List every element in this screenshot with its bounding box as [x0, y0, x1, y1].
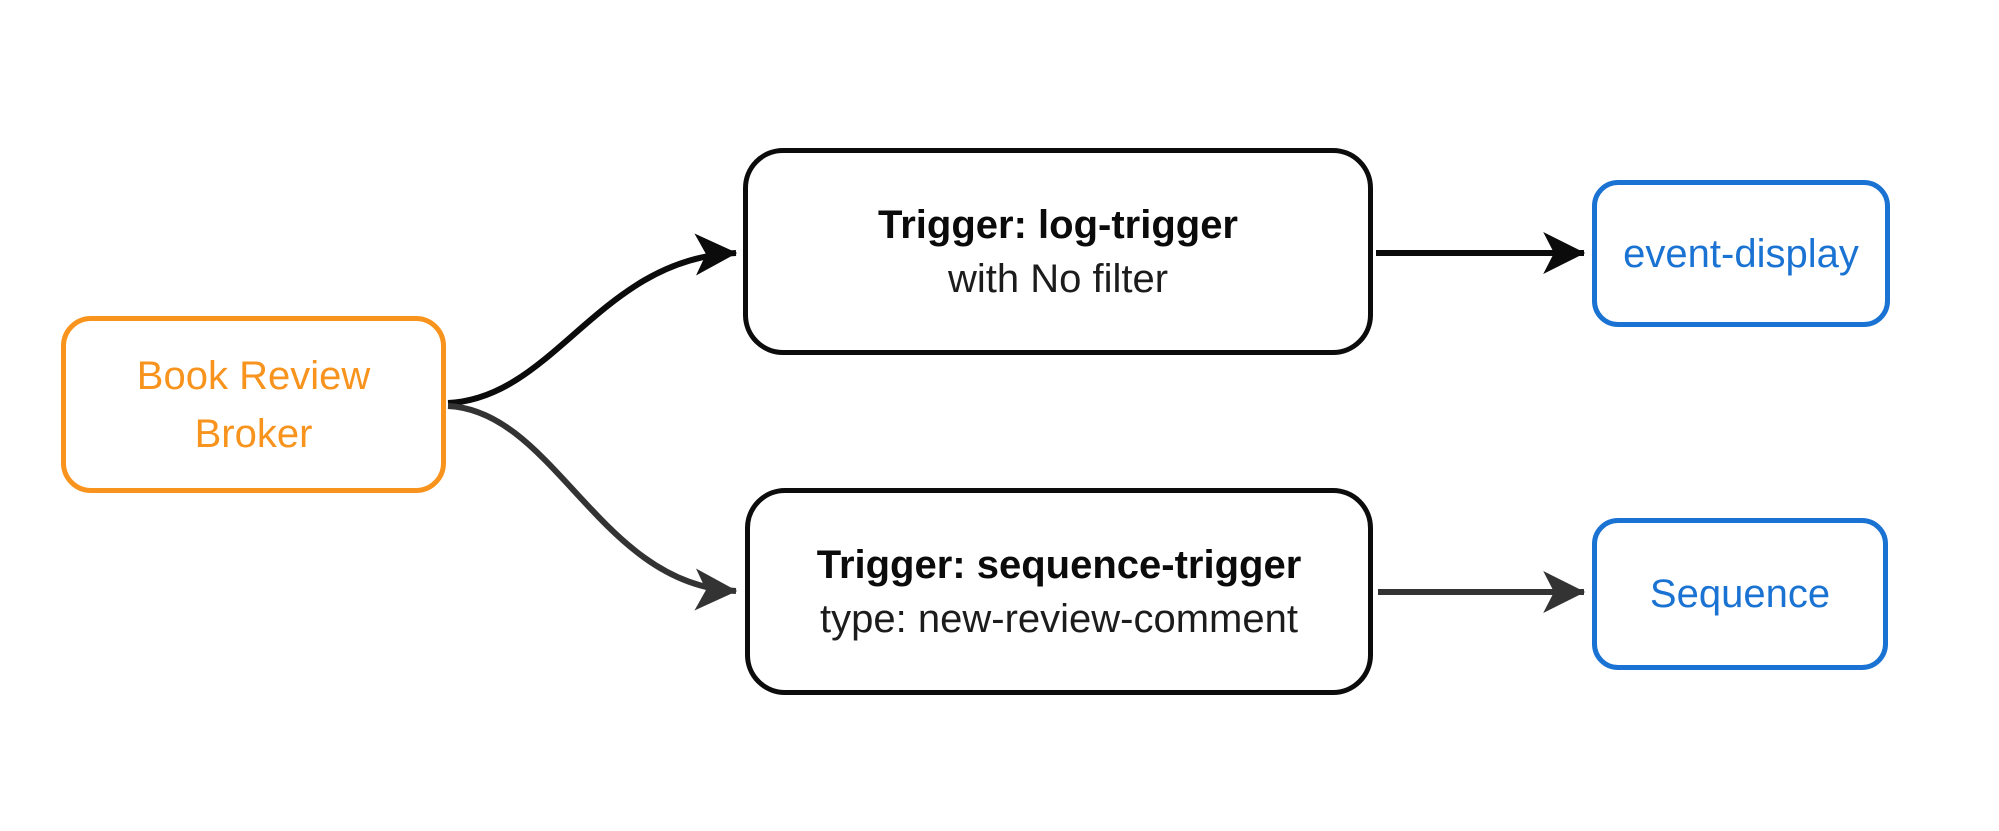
event-display-label: event-display [1623, 231, 1859, 276]
node-event-display: event-display [1592, 180, 1890, 327]
sequence-label: Sequence [1649, 572, 1831, 616]
node-trigger-log: Trigger: log-trigger with No filter [743, 148, 1373, 355]
trigger-sequence-title: Trigger: sequence-trigger [816, 542, 1302, 587]
broker-label-line1: Book Review [136, 353, 371, 398]
trigger-log-title: Trigger: log-trigger [878, 202, 1238, 247]
edge-broker-to-sequence-trigger [447, 403, 738, 611]
node-sequence: Sequence [1592, 518, 1888, 670]
broker-label-line2: Broker [194, 411, 313, 456]
node-broker: Book Review Broker [61, 316, 446, 493]
trigger-log-subtitle: with No filter [947, 256, 1169, 301]
edge-broker-to-log-trigger [447, 233, 738, 406]
node-trigger-sequence: Trigger: sequence-trigger type: new-revi… [745, 488, 1373, 695]
trigger-sequence-subtitle: type: new-review-comment [820, 596, 1298, 641]
